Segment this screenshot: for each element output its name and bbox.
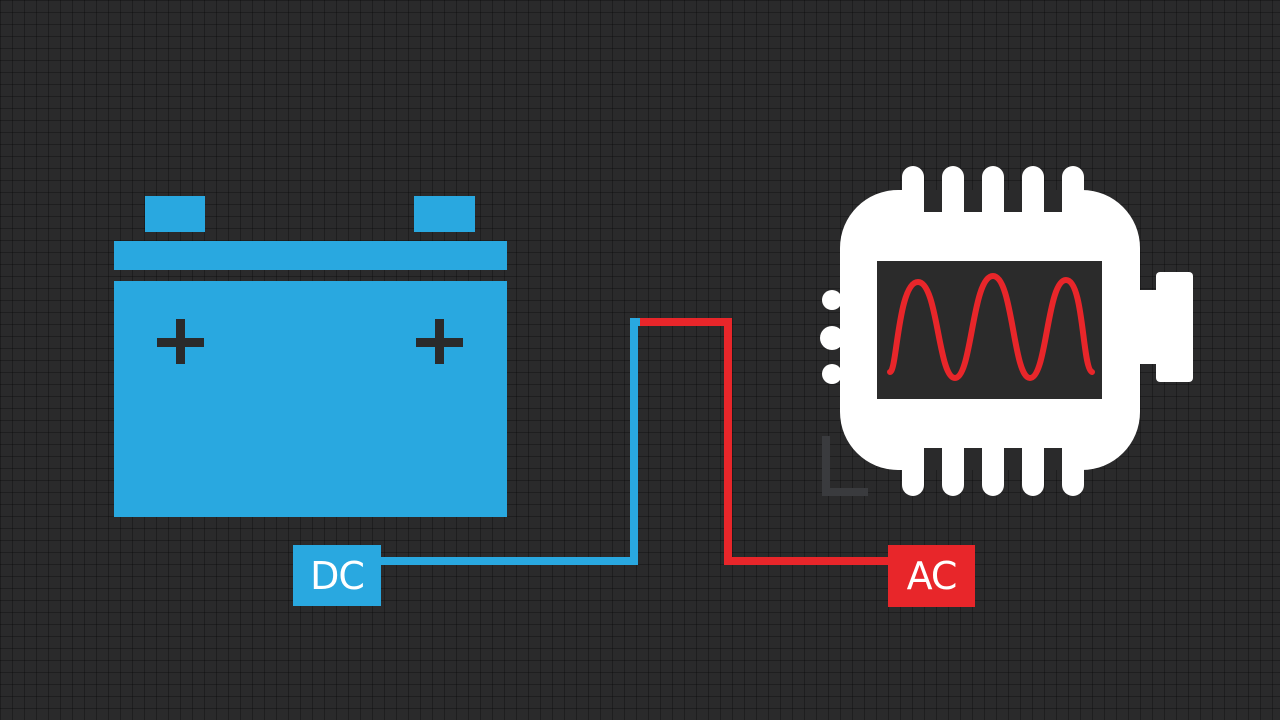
ac-wire (640, 318, 890, 565)
ghost-bracket-shape (822, 436, 868, 496)
dc-label: DC (293, 545, 381, 606)
dc-wire (380, 318, 640, 565)
plus-icon-left (157, 319, 204, 364)
battery-terminal-right (414, 196, 475, 232)
battery-body (114, 281, 507, 517)
sine-wave-icon (887, 272, 1095, 382)
battery-lid (114, 241, 507, 270)
battery-icon (114, 196, 507, 517)
plus-icon-right (416, 319, 463, 364)
ac-label: AC (888, 545, 975, 607)
alternator-fin-gaps (924, 190, 1062, 470)
battery-terminal-left (145, 196, 205, 232)
